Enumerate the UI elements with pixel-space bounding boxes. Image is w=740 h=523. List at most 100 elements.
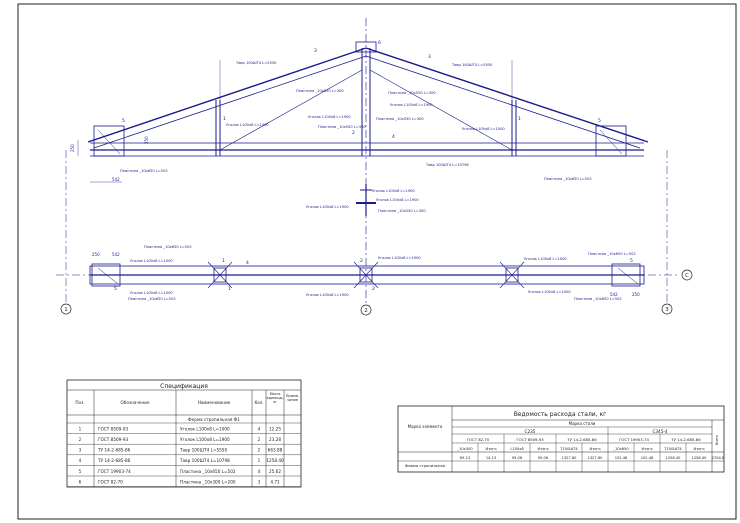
steel-total-header: Всего [715,435,719,445]
spec-cell-name: Пластина _10x300 L=200 [180,479,236,484]
axis-2: 2 [364,308,368,314]
dim-post: 250 [144,136,149,144]
center-section: Уголок L100x8 L=1900 Уголок L100x8 L=190… [306,184,426,216]
spec-cell-qty: 2 [258,437,261,442]
steel-consumption-table: ГОСТ 82-70 ГОСТ 8509-93 ТУ 14-2-685-86 ГОСТ… [397,405,725,473]
spec-cell-qty: 1 [258,458,261,463]
plan-label-ang-right-top: Уголок L100x8 L=1000 [524,257,567,261]
plan-mark-5-b: 5 [630,258,633,264]
spec-header-note: Приме-чание [285,394,300,403]
spec-cell-pos: 3 [79,448,82,453]
axis-c: C [685,273,689,279]
pos-mark-4: 4 [392,134,395,140]
steel-standard: ГОСТ 8509-93 [516,437,544,442]
steel-standard: ГОСТ 82-70 [467,437,490,442]
plan-label-ang-left-bot: Уголок L100x8 L=1000 [130,291,173,295]
plan-label-pl-left-top: Пластина _10x650 L=502 [144,245,192,249]
spec-cell-code: ГОСТ 8509-93 [98,426,128,431]
label-angle-left-1: Уголок L100x8 L=1000 [226,123,269,127]
section-label-2: Уголок L100x8 L=1900 [376,198,419,202]
label-plate-center: Пластина _10x550 L=300 [376,117,424,121]
spec-cell-code: ГОСТ 19903-74 [98,469,131,474]
pos-mark-3-right: 3 [428,54,431,60]
steel-title: Ведомость расхода стали, кг [514,411,607,418]
plan-mark-4: 4 [246,260,249,266]
steel-standard: ГОСТ 19903-74 [619,437,649,442]
steel-profile: _10x650 [612,447,629,451]
plan-dim-right: 542 [610,292,618,297]
plan-label-ang-right-bot: Уголок L100x8 L=1000 [528,290,571,294]
steel-brand-header: Марка стали [569,421,596,426]
spec-cell-mass: 1258.40 [266,458,284,463]
spec-header-mass: Масса единицы, кг [266,392,284,404]
spec-cell-pos: 6 [79,479,82,484]
spec-group: Ферма стропильная Ф1 [188,417,240,422]
spec-cell-name: Уголок L100x8 L=1000 [180,426,230,431]
steel-value: 95.06 [512,456,523,460]
steel-profile: Итого [485,447,496,451]
steel-value: 2704.8 [712,456,725,460]
spec-cell-name: Уголок L100x8 L=1900 [180,437,230,442]
plan-mark-1-a: 1 [222,258,225,264]
label-angle-center-1: Уголок L100x8 L=1900 [308,115,351,119]
spec-cell-pos: 4 [79,458,82,463]
plan-label-pl-right-top: Пластина _10x650 L=502 [588,252,636,256]
label-rafter-right: Тавр 100ШТ4 L=5550 [451,63,493,67]
steel-profile: Итого [693,447,704,451]
plan-dim-left: 250 [92,252,100,257]
label-bottom-chord: Тавр 100ШТ4 L=10798 [425,163,469,167]
plan-label-ang-center-top: Уголок L100x8 L=1900 [378,256,421,260]
spec-cell-name: Пластина _10x650 L=502 [180,469,236,474]
section-label-3: Уголок L100x8 L=1900 [306,205,349,209]
plan-label-ang-center-bot: Уголок L100x8 L=1900 [306,293,349,297]
pos-mark-3-left: 3 [314,48,317,54]
section-label-1: Уголок L100x8 L=1900 [372,189,415,193]
label-plate-right: Пластина _10x650 L=502 [544,177,592,181]
pos-mark-1-left: 1 [223,116,226,122]
label-plate-left: Пластина _10x650 L=502 [120,169,168,173]
spec-header-pos: Поз. [75,400,84,405]
steel-value: 65.13 [460,456,470,460]
label-angle-center-2: Пластина _10x550 L=300 [318,125,366,129]
spec-cell-qty: 2 [258,448,261,453]
steel-grade-2: C345-4 [652,429,667,434]
axis-1: 1 [64,307,68,313]
spec-cell-mass: 4.71 [270,479,280,484]
label-angle-right-1: Уголок L100x8 L=1000 [462,127,505,131]
spec-cell-qty: 3 [258,479,261,484]
axis-markers: 1 2 3 C [60,269,693,316]
spec-header-name: Наименование [198,400,231,405]
spec-cell-code: ГОСТ 82-70 [98,479,123,484]
steel-mark-header: Марка элемента [407,424,443,429]
pos-mark-5-right: 5 [598,118,601,124]
spec-title: Спецификация [160,383,208,390]
truss-elevation: Тавр 100ШТ4 L=5550 Тавр 100ШТ4 L=5550 Пл… [65,18,668,306]
steel-columns: ГОСТ 82-70 ГОСТ 8509-93 ТУ 14-2-685-86 ГОСТ… [456,434,725,472]
spec-cell-pos: 2 [79,437,82,442]
label-tie-right: Пластина _10x550 L=300 [388,91,436,95]
steel-row-label: Ферма стропильная [405,463,445,468]
steel-standard: ТУ 14-2-685-86 [670,437,701,442]
plan-label-ang-left-top: Уголок L100x8 L=1000 [130,259,173,263]
steel-profile: Итого [537,447,548,451]
steel-standard: ТУ 14-2-685-86 [566,437,597,442]
spec-cell-name: Тавр 100ШТ4 L=5550 [179,448,227,453]
steel-value: 14.13 [486,456,496,460]
spec-cell-qty: 4 [258,426,261,431]
spec-cell-mass: 663.88 [268,448,283,453]
spec-header-qty: Кол. [254,400,263,405]
pos-mark-2: 2 [352,130,355,136]
sheet-frame [17,3,737,520]
spec-cell-pos: 1 [79,426,82,431]
label-rafter-left: Тавр 100ШТ4 L=5550 [235,61,277,65]
steel-grade-1: C235 [525,429,536,434]
section-label-4: Пластина _10x550 L=300 [378,209,426,213]
steel-profile: L100x8 [510,447,524,451]
steel-profile: Т100ШТ4 [663,447,682,451]
spec-cell-code: ТУ 14-2-685-86 [97,448,131,453]
pos-mark-5-left: 5 [122,118,125,124]
steel-profile: _10x300 [456,447,473,451]
truss-plan: Пластина _10x650 L=502 Уголок L100x8 L=1… [56,245,680,301]
